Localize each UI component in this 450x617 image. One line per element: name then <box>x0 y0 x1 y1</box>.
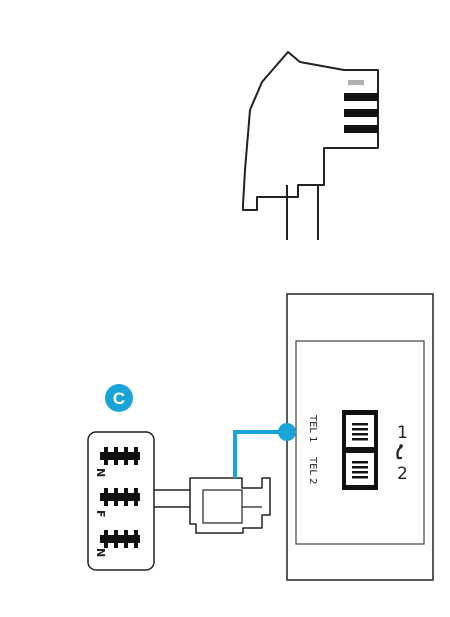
slot-letter-1: N <box>94 468 107 477</box>
plug-contact-4 <box>344 125 378 133</box>
rj-port-1 <box>346 415 374 447</box>
connection-point <box>278 423 296 441</box>
port-label-tel2: TEL 2 <box>307 456 318 485</box>
tae-plug-body <box>242 51 379 211</box>
phone-handset-icon <box>396 444 403 460</box>
step-badge-letter: C <box>113 389 125 408</box>
plug-contact-1 <box>348 80 364 85</box>
port-number-2: 2 <box>397 464 408 484</box>
rj-port-2 <box>346 453 374 485</box>
splitter-slot-1 <box>100 447 140 465</box>
splitter-slot-3 <box>100 530 140 548</box>
wall-socket: TEL 1 TEL 2 1 2 <box>286 293 434 581</box>
step-badge: C <box>105 384 133 412</box>
slot-letter-3: N <box>94 548 107 557</box>
port-label-tel1: TEL 1 <box>307 414 318 443</box>
step-badge-circle <box>105 384 133 412</box>
plug-contact-3 <box>344 109 378 117</box>
slot-letter-2: F <box>94 510 107 518</box>
rj-plug <box>189 477 271 534</box>
tae-plug-side-view <box>242 51 379 240</box>
plug-contact-2 <box>344 93 378 101</box>
splitter-slot-2 <box>100 488 140 506</box>
tae-splitter: N F N <box>87 431 155 571</box>
highlight-connection <box>233 423 296 478</box>
port-number-1: 1 <box>397 423 408 443</box>
